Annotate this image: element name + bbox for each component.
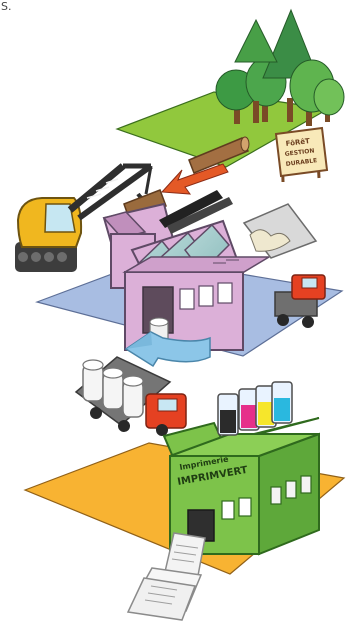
top-edge-text: S.	[1, 0, 11, 13]
ink-jar-icon	[218, 394, 238, 435]
ink-jar-icon	[272, 382, 292, 423]
tree-icon	[314, 79, 344, 122]
signboard-icon: FôRêT GESTION DURABLE	[276, 128, 327, 182]
printing-house-icon: Imprimerie IMPRIMVERT	[164, 418, 319, 554]
truck-icon	[76, 357, 186, 436]
